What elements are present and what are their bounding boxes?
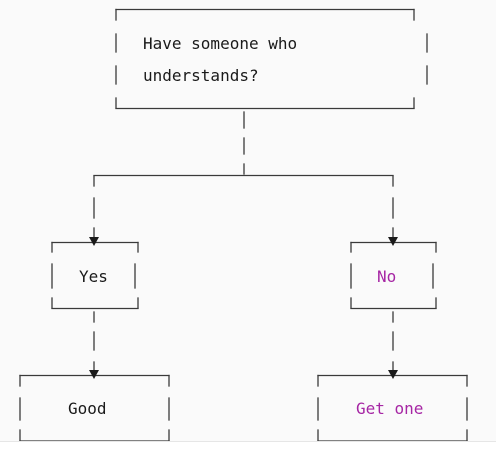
yes-label: Yes bbox=[79, 267, 108, 286]
arrowhead-no bbox=[388, 237, 398, 246]
question-box-border bbox=[115, 8, 428, 110]
question-text-line-1: Have someone who bbox=[143, 34, 298, 53]
trunk-connector bbox=[93, 111, 394, 177]
get-one-result-label: Get one bbox=[356, 399, 424, 418]
question-text-line-2: understands? bbox=[143, 66, 259, 85]
no-label: No bbox=[377, 267, 397, 286]
arrowhead-get-one bbox=[388, 370, 398, 379]
arrowhead-good bbox=[89, 370, 99, 379]
arrowhead-yes bbox=[89, 237, 99, 246]
bottom-divider bbox=[0, 441, 496, 449]
good-result-label: Good bbox=[68, 399, 107, 418]
